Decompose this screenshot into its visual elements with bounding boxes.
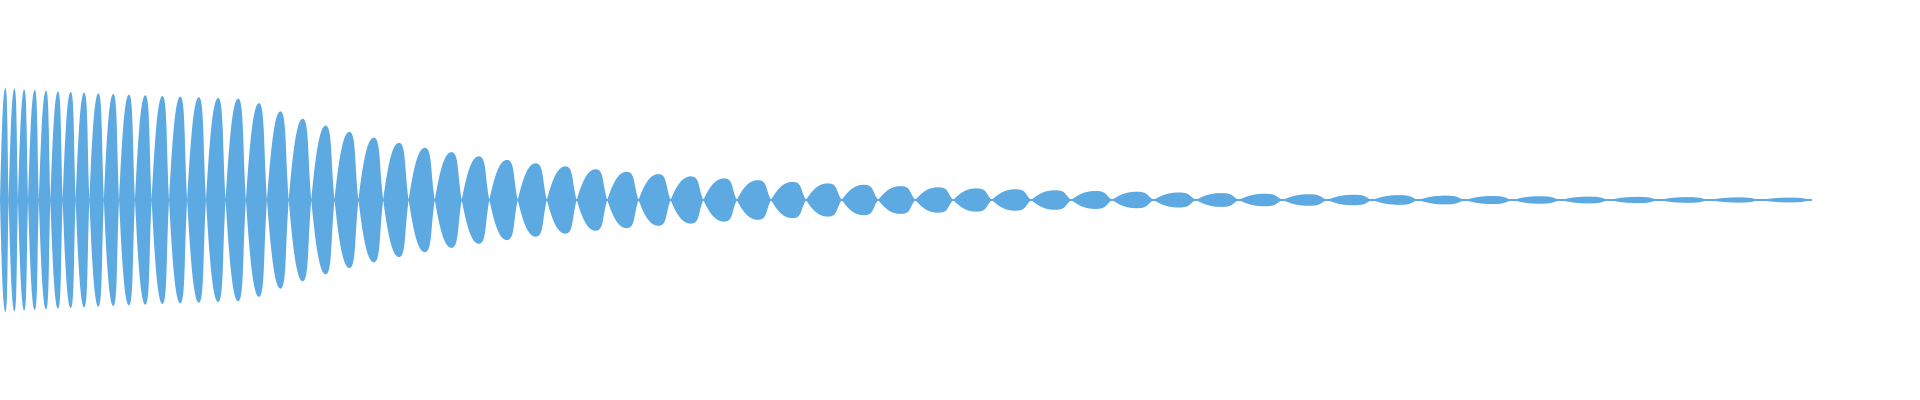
waveform-lobes	[0, 88, 1812, 312]
